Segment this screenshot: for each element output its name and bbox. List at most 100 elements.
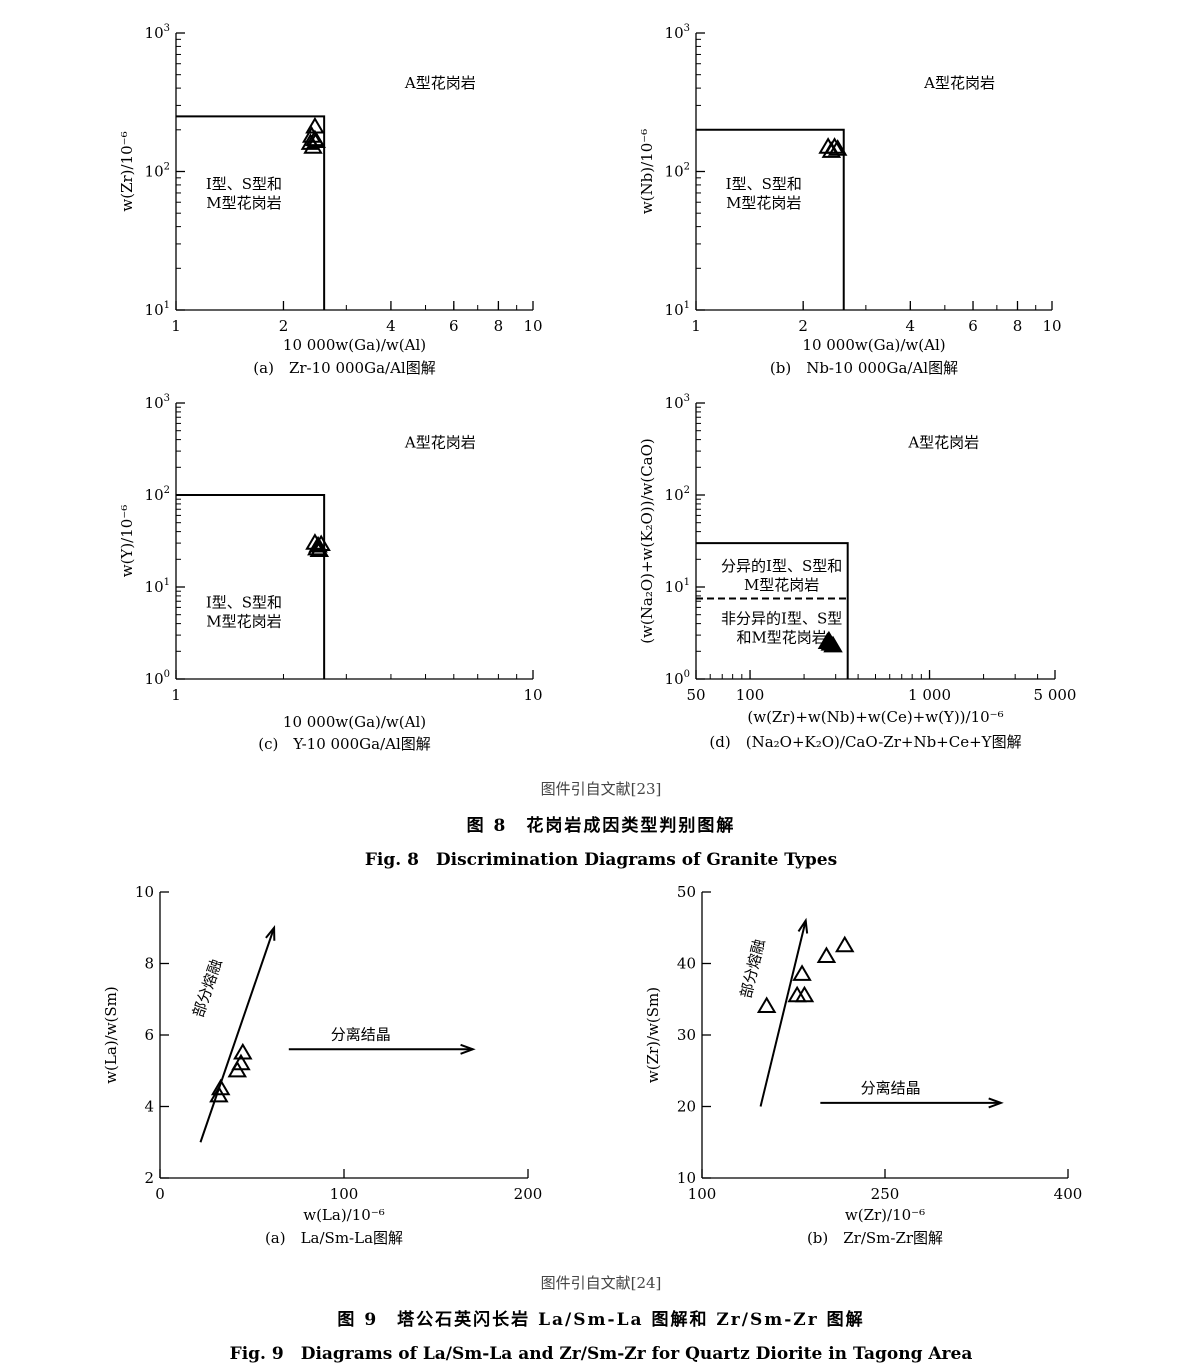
y-axis-label: (w(Na₂O)+w(K₂O))/w(CaO) <box>638 438 656 644</box>
y-tick-label: 102 <box>145 485 170 504</box>
arrow-head <box>460 1043 476 1055</box>
y-tick-label: 100 <box>145 669 170 688</box>
x-axis-label: w(Zr)/10⁻⁶ <box>845 1206 925 1224</box>
x-tick-label: 8 <box>494 317 504 335</box>
y-tick-label: 100 <box>665 669 690 688</box>
x-tick-label: 1 <box>691 317 701 335</box>
fig9-caption-cn: 图 9 塔公石英闪长岩 La/Sm-La 图解和 Zr/Sm-Zr 图解 <box>337 1310 865 1330</box>
y-tick-label: 101 <box>665 577 690 596</box>
data-point <box>794 985 815 1003</box>
x-tick-label: 2 <box>279 317 289 335</box>
x-tick-label: 400 <box>1054 1185 1083 1203</box>
x-axis-label: (w(Zr)+w(Nb)+w(Ce)+w(Y))/10⁻⁶ <box>747 708 1003 726</box>
y-tick-label: 101 <box>145 300 170 319</box>
x-tick-label: 10 <box>523 317 542 335</box>
chart-8c: 1 10 100 101 102 103 10 000w(Ga)/w(Al) w(Y)/10⁻… <box>118 393 543 753</box>
x-axis-label: 10 000w(Ga)/w(Al) <box>802 336 945 354</box>
data-point <box>792 964 812 981</box>
y-tick-label: 102 <box>665 162 690 181</box>
x-tick-label: 100 <box>736 686 765 704</box>
field-boundary <box>696 128 845 310</box>
chart-caption: (c) Y-10 000Ga/Al图解 <box>258 735 431 753</box>
x-tick-label: 200 <box>514 1185 543 1203</box>
x-tick-label: 1 000 <box>908 686 951 704</box>
y-tick-label: 102 <box>665 485 690 504</box>
y-tick-label: 10 <box>135 883 154 901</box>
x-tick-label: 2 <box>798 317 808 335</box>
y-tick-label: 40 <box>677 955 696 973</box>
field-label: A型花岗岩 <box>404 74 476 92</box>
x-tick-label: 5 000 <box>1034 686 1077 704</box>
chart-caption: (d) (Na₂O+K₂O)/CaO-Zr+Nb+Ce+Y图解 <box>709 733 1021 751</box>
x-tick-label: 100 <box>688 1185 717 1203</box>
x-tick-label: 4 <box>386 317 396 335</box>
x-tick-label: 100 <box>330 1185 359 1203</box>
y-tick-label: 4 <box>144 1098 154 1116</box>
fig9-source: 图件引自文献[24] <box>540 1274 662 1292</box>
arrow-head <box>797 917 809 934</box>
x-tick-label: 10 <box>523 686 542 704</box>
y-axis-label: w(Zr)/10⁻⁶ <box>118 131 136 211</box>
chart-caption: (a) La/Sm-La图解 <box>265 1229 403 1247</box>
x-axis-label: 10 000w(Ga)/w(Al) <box>283 336 426 354</box>
y-axis-label: w(La)/w(Sm) <box>102 986 120 1084</box>
y-tick-label: 103 <box>145 393 170 412</box>
field-boundary <box>176 494 326 679</box>
chart-caption: (a) Zr-10 000Ga/Al图解 <box>253 359 435 377</box>
field-boundary <box>176 115 326 310</box>
data-point <box>827 139 848 156</box>
y-tick-label: 8 <box>144 955 154 973</box>
x-tick-label: 1 <box>171 317 181 335</box>
x-tick-label: 10 <box>1042 317 1061 335</box>
data-point <box>816 946 837 963</box>
x-tick-label: 250 <box>871 1185 900 1203</box>
x-axis-label: w(La)/10⁻⁶ <box>303 1206 385 1224</box>
field-label: 非分异的I型、S型和M型花岗岩 <box>721 610 842 647</box>
x-tick-label: 8 <box>1013 317 1023 335</box>
trend-arrow <box>759 920 807 1107</box>
y-axis-label: w(Y)/10⁻⁶ <box>118 505 136 578</box>
fig8-source: 图件引自文献[23] <box>540 780 662 798</box>
y-tick-label: 50 <box>677 883 696 901</box>
arrow-label: 分离结晶 <box>861 1079 921 1097</box>
x-tick-label: 6 <box>449 317 459 335</box>
y-tick-label: 101 <box>145 577 170 596</box>
y-tick-label: 103 <box>665 23 690 42</box>
y-tick-label: 10 <box>677 1169 696 1187</box>
fig9-caption-en: Fig. 9 Diagrams of La/Sm-La and Zr/Sm-Zr… <box>229 1344 973 1364</box>
data-point <box>306 131 326 148</box>
x-tick-label: 1 <box>171 686 181 704</box>
y-tick-label: 2 <box>144 1169 154 1187</box>
x-axis-label: 10 000w(Ga)/w(Al) <box>283 713 426 731</box>
x-tick-label: 0 <box>155 1185 165 1203</box>
x-tick-label: 50 <box>686 686 705 704</box>
chart-caption: (b) Nb-10 000Ga/Al图解 <box>770 359 958 377</box>
x-tick-label: 4 <box>906 317 916 335</box>
arrow-label: 部分熔融 <box>737 937 769 1000</box>
trend-arrow <box>199 927 276 1143</box>
y-tick-label: 103 <box>665 393 690 412</box>
field-label: A型花岗岩 <box>923 74 995 92</box>
arrow-head <box>988 1097 1004 1109</box>
y-tick-label: 30 <box>677 1026 696 1044</box>
x-tick-label: 6 <box>968 317 978 335</box>
data-point <box>307 538 327 556</box>
data-point <box>231 1053 251 1071</box>
field-boundary <box>696 542 849 679</box>
data-point <box>821 141 842 158</box>
arrow-head <box>265 924 276 941</box>
data-point <box>233 1042 253 1060</box>
data-point <box>756 996 777 1013</box>
y-axis-label: w(Zr)/w(Sm) <box>644 987 662 1083</box>
y-tick-label: 103 <box>145 23 170 42</box>
arrow-label: 部分熔融 <box>189 957 226 1020</box>
